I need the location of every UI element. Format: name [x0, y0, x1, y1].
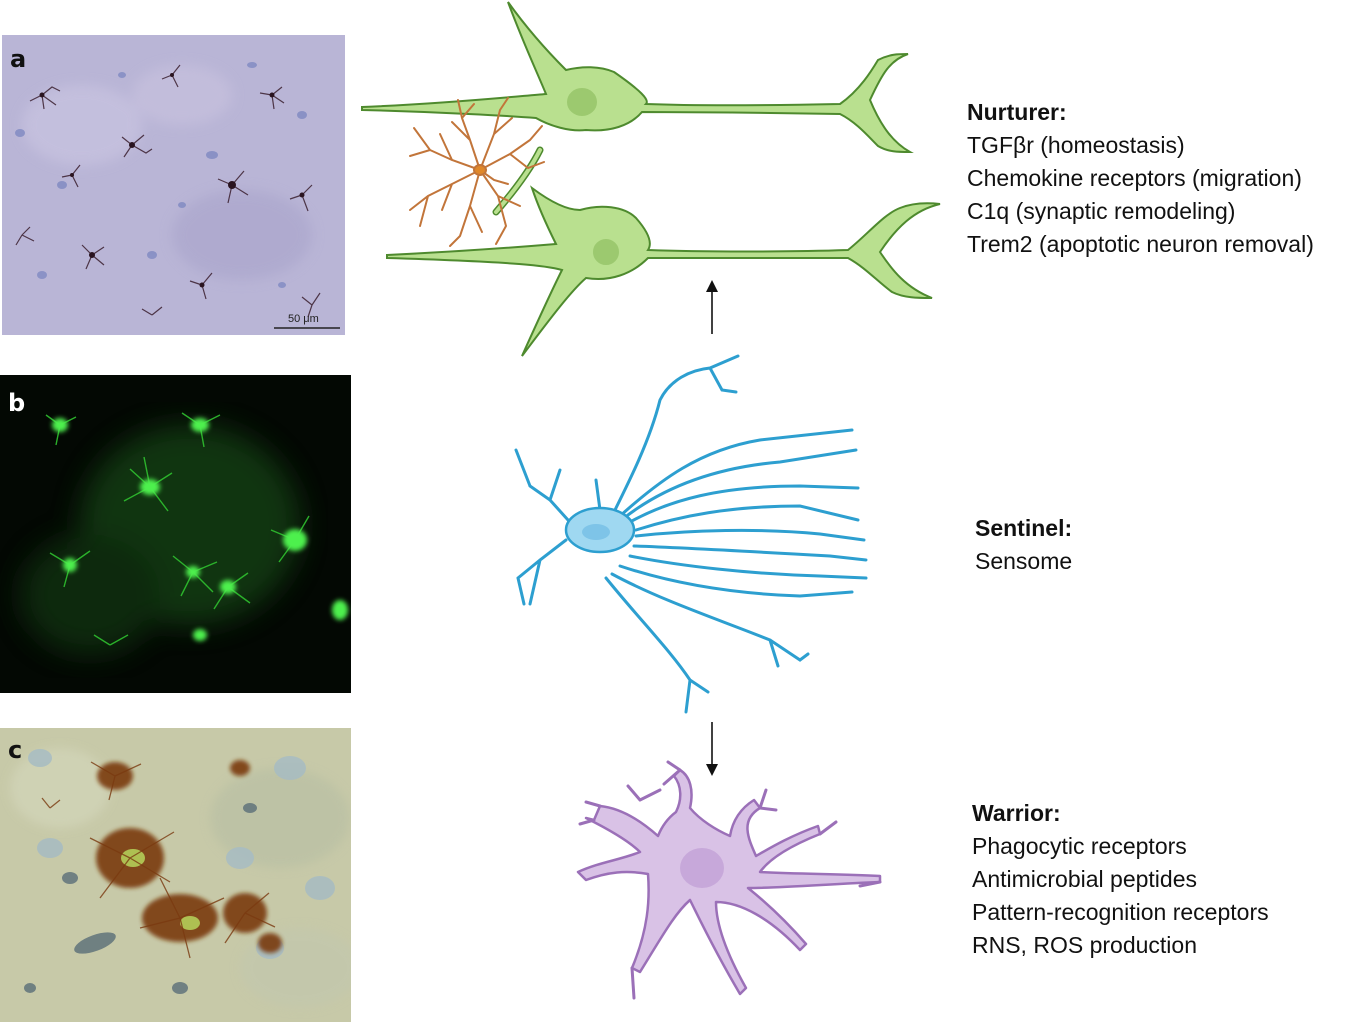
nurturer-microglia: [409, 97, 545, 247]
warrior-microglia: [576, 760, 882, 1000]
nurturer-line-1: TGFβr (homeostasis): [967, 132, 1185, 158]
nurturer-line-4: Trem2 (apoptotic neuron removal): [967, 231, 1314, 257]
panel-b-label: b: [8, 389, 26, 417]
warrior-line-1: Phagocytic receptors: [972, 833, 1187, 859]
nurturer-title: Nurturer:: [967, 99, 1067, 125]
panel-c-micrograph: c: [0, 728, 351, 1022]
scale-bar-label: 50 μm: [288, 313, 319, 325]
arrow-up: [706, 280, 718, 334]
warrior-line-4: RNS, ROS production: [972, 932, 1197, 958]
panel-a-micrograph: a 50 μm: [2, 35, 345, 335]
nurturer-line-2: Chemokine receptors (migration): [967, 165, 1302, 191]
nurturer-description: Nurturer: TGFβr (homeostasis) Chemokine …: [967, 96, 1314, 261]
sentinel-title: Sentinel:: [975, 515, 1073, 541]
warrior-line-3: Pattern-recognition receptors: [972, 899, 1269, 925]
panel-a-label: a: [10, 45, 27, 73]
panel-b-micrograph: b: [0, 375, 351, 693]
warrior-title: Warrior:: [972, 800, 1061, 826]
neuron-lower: [386, 185, 941, 357]
neuron-upper: [361, 1, 914, 154]
sentinel-microglia: [514, 354, 868, 714]
warrior-description: Warrior: Phagocytic receptors Antimicrob…: [972, 797, 1269, 962]
microglia-states-diagram: [361, 1, 941, 1000]
panel-c-label: c: [8, 736, 23, 764]
warrior-line-2: Antimicrobial peptides: [972, 866, 1198, 892]
nurturer-line-3: C1q (synaptic remodeling): [967, 198, 1236, 224]
sentinel-description: Sentinel: Sensome: [975, 512, 1072, 578]
sentinel-line-1: Sensome: [975, 548, 1073, 574]
arrow-down: [706, 722, 718, 776]
